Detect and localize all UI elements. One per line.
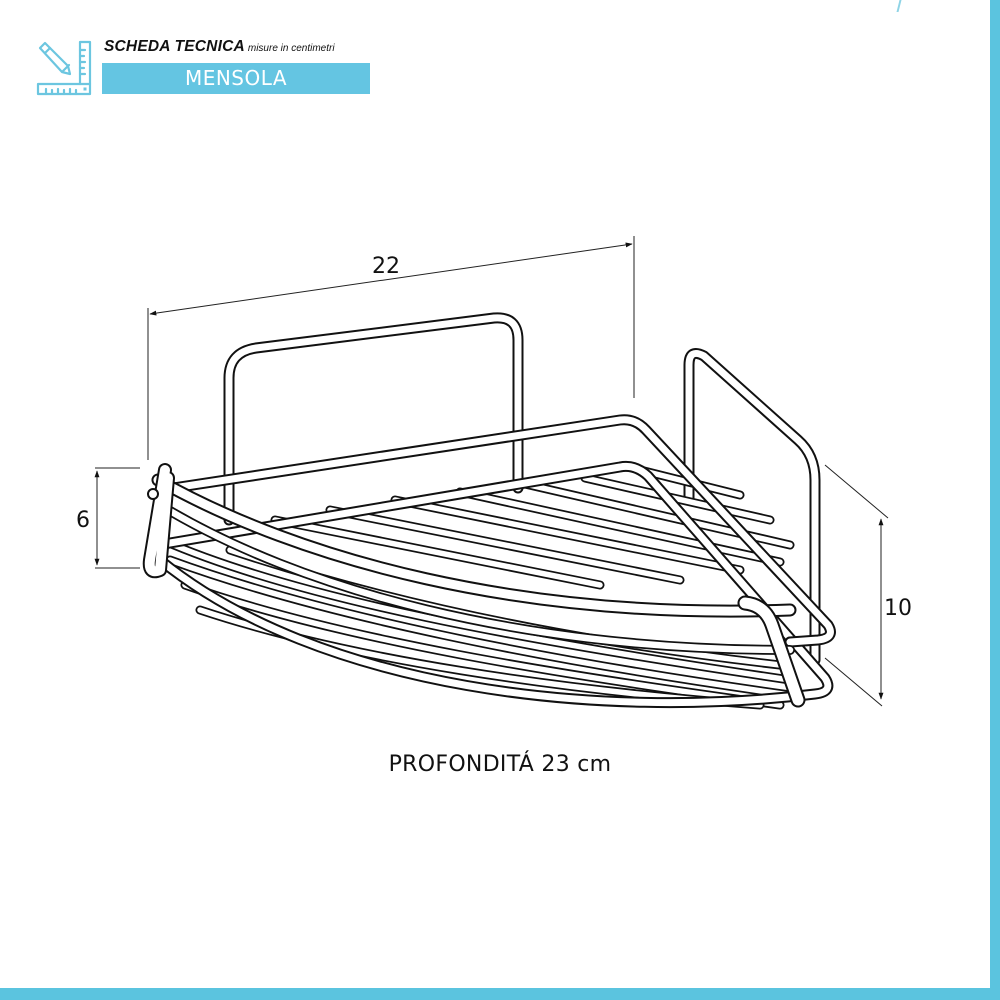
depth-caption: PROFONDITÁ 23 cm xyxy=(388,752,612,777)
back-height-dimension-label: 10 xyxy=(884,596,912,621)
frame-border-right xyxy=(990,0,1000,1000)
frame-border-bottom xyxy=(0,988,1000,1000)
floor-frame xyxy=(152,460,834,709)
front-rails xyxy=(151,473,797,655)
units-note: misure in centimetri xyxy=(247,43,335,54)
ruler-pencil-icon xyxy=(36,40,92,96)
front-left-end xyxy=(142,463,175,579)
back-right-bracket xyxy=(683,348,821,666)
sheet-title: SCHEDA TECNICA xyxy=(104,38,245,55)
front-height-dimension-label: 6 xyxy=(76,508,90,533)
front-right-end xyxy=(737,595,806,708)
back-left-bracket xyxy=(223,312,524,526)
dimension-lines xyxy=(94,236,889,707)
shelf-wireframe xyxy=(142,312,836,710)
product-name-bar: MENSOLA xyxy=(102,63,370,94)
upper-rail xyxy=(154,414,836,648)
width-dimension-label: 22 xyxy=(372,254,400,279)
